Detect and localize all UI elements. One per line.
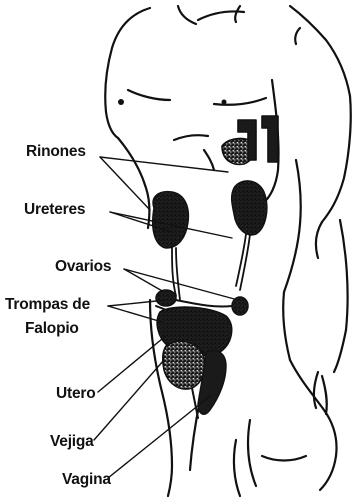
label-utero: Utero (56, 386, 95, 402)
label-ureteres: Ureteres (24, 202, 85, 218)
kidney-right (232, 181, 267, 235)
label-rinones: Rinones (26, 144, 86, 160)
ovary-left (156, 290, 176, 306)
nipple-left (118, 99, 124, 105)
upper-organ (222, 116, 278, 164)
ureters (172, 234, 250, 300)
torso-outline (105, 6, 351, 496)
bladder (163, 341, 205, 389)
label-vejiga: Vejiga (50, 434, 94, 450)
label-trompas-line1: Trompas de (5, 297, 90, 313)
label-trompas-line2: Falopio (25, 321, 79, 337)
label-ovarios: Ovarios (55, 259, 111, 275)
label-vagina: Vagina (62, 472, 111, 488)
nipple-right (222, 100, 227, 105)
pelvic-organs (156, 290, 248, 418)
kidney-left (153, 192, 189, 248)
